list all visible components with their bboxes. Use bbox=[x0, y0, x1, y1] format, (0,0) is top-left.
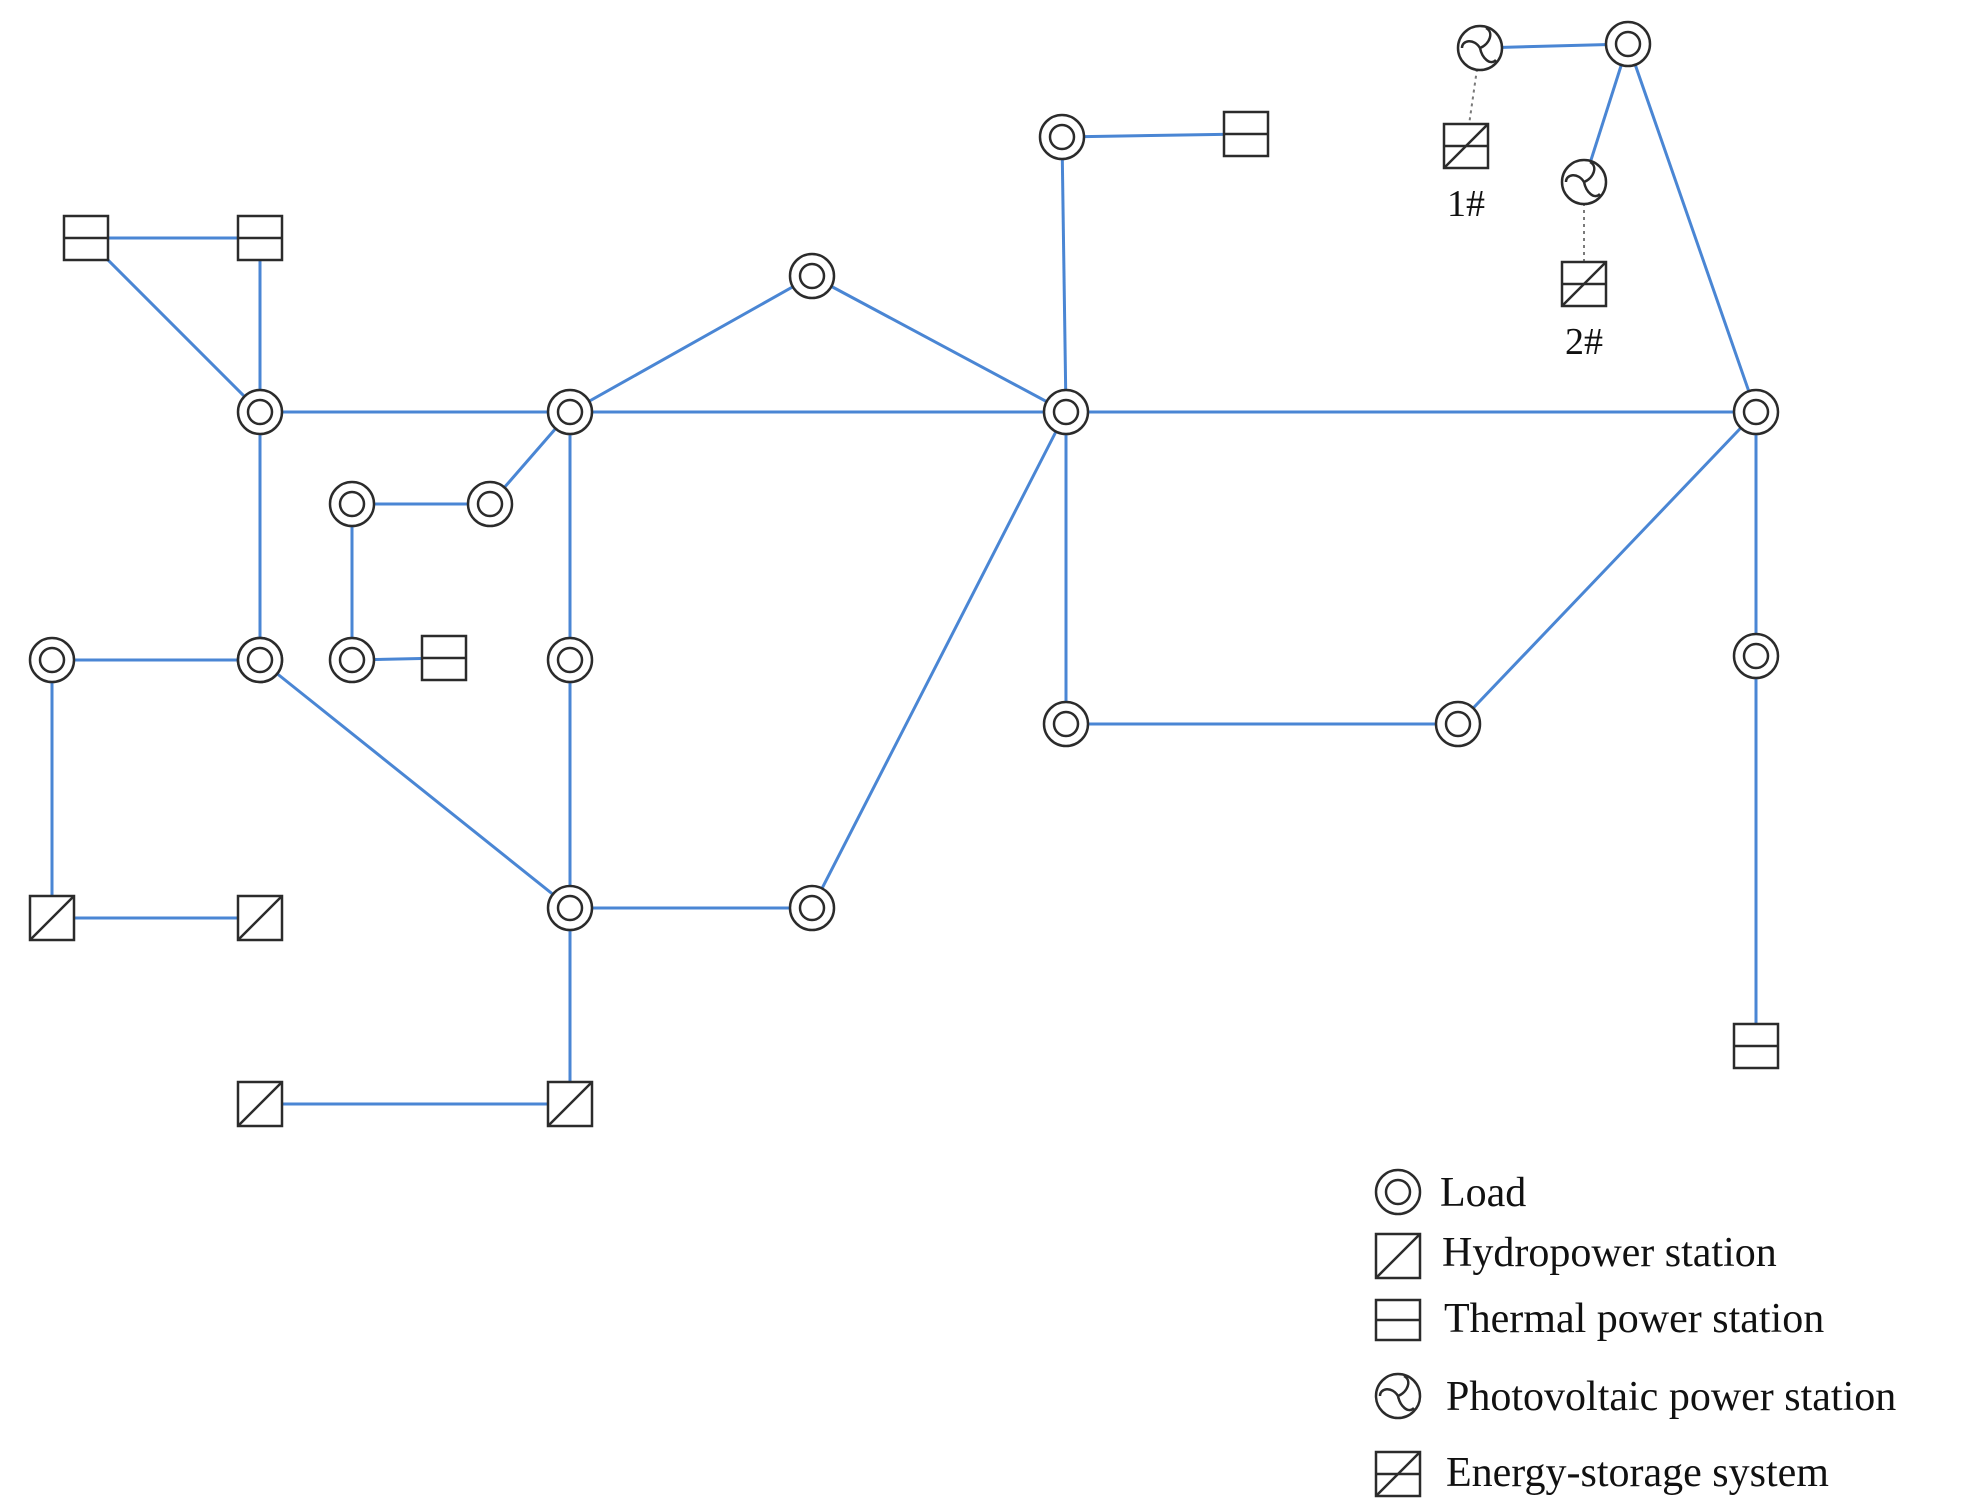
node-L9-load-icon bbox=[236, 636, 284, 684]
node-L2-load-icon bbox=[546, 388, 594, 436]
node-L4-load-icon bbox=[1042, 388, 1090, 436]
legend-item-load: Load bbox=[1374, 1168, 1526, 1216]
node-L1-load-icon bbox=[236, 388, 284, 436]
load-icon bbox=[1374, 1168, 1422, 1216]
edge-L2-L3 bbox=[569, 274, 813, 414]
node-L18-load-icon bbox=[1732, 632, 1780, 680]
edges-layer bbox=[50, 42, 1758, 1106]
node-H4-hydro-icon bbox=[546, 1080, 594, 1128]
legend-item-storage: Energy-storage system bbox=[1374, 1450, 1829, 1498]
node-L14-load-icon bbox=[1038, 113, 1086, 161]
edge-L19-P2 bbox=[1582, 43, 1630, 183]
node-L15-load-icon bbox=[1732, 388, 1780, 436]
edge-L14-T4 bbox=[1061, 132, 1247, 139]
edge-T1-L1 bbox=[84, 236, 262, 414]
node-L6-load-icon bbox=[546, 636, 594, 684]
edge-L8-L7 bbox=[259, 658, 571, 910]
node-T5-thermal-icon bbox=[1732, 1022, 1780, 1070]
edge-L3-L4 bbox=[811, 274, 1067, 414]
node-S2-storage-icon bbox=[1560, 260, 1608, 308]
node-T3-thermal-icon bbox=[420, 634, 468, 682]
edge-L11-L4 bbox=[810, 411, 1068, 909]
thermal-icon bbox=[1374, 1298, 1422, 1342]
node-S1-storage-icon bbox=[1442, 122, 1490, 170]
node-label-S1: 1# bbox=[1447, 183, 1485, 225]
legend-label-thermal: Thermal power station bbox=[1444, 1296, 1824, 1342]
node-T2-thermal-icon bbox=[236, 214, 284, 262]
legend-item-pv: Photovoltaic power station bbox=[1374, 1372, 1896, 1420]
legend-label-storage: Energy-storage system bbox=[1446, 1450, 1829, 1496]
node-T1-thermal-icon bbox=[62, 214, 110, 262]
legend-label-load: Load bbox=[1440, 1170, 1526, 1216]
edge-L17-L15 bbox=[1456, 410, 1758, 726]
hydro-icon bbox=[1374, 1232, 1422, 1280]
legend: Load Hydropower station Thermal power st… bbox=[1374, 1168, 1896, 1498]
node-L3-load-icon bbox=[788, 252, 836, 300]
node-L11-load-icon bbox=[788, 884, 836, 932]
node-L19-load-icon bbox=[1604, 20, 1652, 68]
node-P2-pv-icon bbox=[1560, 158, 1608, 206]
pv-icon bbox=[1374, 1372, 1422, 1420]
node-H2-hydro-icon bbox=[236, 894, 284, 942]
node-L16-load-icon bbox=[1042, 700, 1090, 748]
node-L13-load-icon bbox=[328, 480, 376, 528]
node-L7-load-icon bbox=[546, 884, 594, 932]
node-L5-load-icon bbox=[466, 480, 514, 528]
storage-icon bbox=[1374, 1450, 1422, 1498]
edge-L19-L15 bbox=[1626, 43, 1758, 413]
node-T4-thermal-icon bbox=[1222, 110, 1270, 158]
node-L17-load-icon bbox=[1434, 700, 1482, 748]
node-H1-hydro-icon bbox=[28, 894, 76, 942]
node-P1-pv-icon bbox=[1456, 24, 1504, 72]
legend-label-hydro: Hydropower station bbox=[1442, 1230, 1777, 1276]
legend-item-hydro: Hydropower station bbox=[1374, 1230, 1777, 1280]
edge-L4-L14 bbox=[1060, 136, 1068, 413]
nodes-layer: 1# 2# bbox=[28, 20, 1780, 1128]
node-H3-hydro-icon bbox=[236, 1080, 284, 1128]
node-label-S2: 2# bbox=[1565, 321, 1603, 363]
node-L12-load-icon bbox=[328, 636, 376, 684]
node-L10-load-icon bbox=[28, 636, 76, 684]
edge-P1-L19 bbox=[1479, 42, 1629, 50]
legend-item-thermal: Thermal power station bbox=[1374, 1296, 1824, 1342]
legend-label-pv: Photovoltaic power station bbox=[1446, 1374, 1896, 1420]
